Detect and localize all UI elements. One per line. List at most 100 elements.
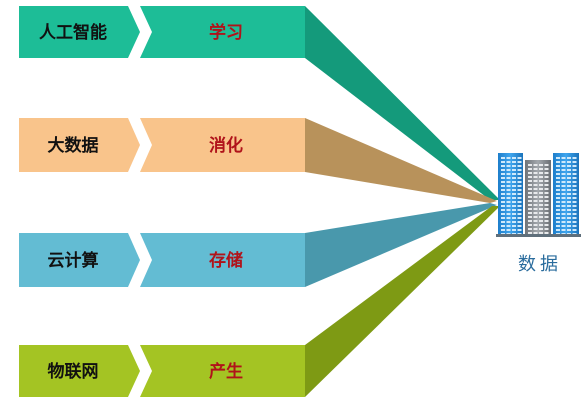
window — [544, 176, 549, 178]
window — [567, 221, 571, 223]
window — [556, 221, 560, 223]
window — [512, 185, 516, 187]
window — [517, 221, 522, 223]
window — [567, 181, 571, 183]
window — [544, 184, 549, 186]
window — [533, 204, 538, 206]
window — [512, 181, 516, 183]
window — [567, 217, 571, 219]
window — [567, 157, 571, 159]
window — [544, 164, 549, 166]
window — [501, 201, 505, 203]
data-center-icon — [496, 153, 581, 237]
window — [561, 181, 566, 183]
window — [572, 173, 577, 175]
window — [561, 201, 566, 203]
funnel-ai — [305, 6, 500, 200]
window — [561, 165, 566, 167]
window — [517, 197, 522, 199]
window — [561, 205, 566, 207]
window — [533, 220, 538, 222]
window — [533, 228, 538, 230]
window — [544, 196, 549, 198]
window — [533, 164, 538, 166]
window — [501, 217, 505, 219]
window — [561, 193, 566, 195]
window — [539, 208, 543, 210]
label-produce: 产生 — [209, 361, 243, 382]
row-iot: 物联网 产生 — [19, 206, 500, 397]
window — [512, 221, 516, 223]
funnel-bigdata — [305, 118, 497, 203]
window — [572, 157, 577, 159]
window — [572, 229, 577, 231]
window — [501, 205, 505, 207]
window — [517, 181, 522, 183]
window — [556, 197, 560, 199]
window — [572, 169, 577, 171]
window — [506, 169, 511, 171]
window — [506, 213, 511, 215]
window — [517, 165, 522, 167]
window — [556, 173, 560, 175]
window — [512, 165, 516, 167]
window — [512, 189, 516, 191]
window — [512, 169, 516, 171]
window — [544, 216, 549, 218]
window — [506, 205, 511, 207]
window — [533, 232, 538, 234]
window — [539, 164, 543, 166]
window — [561, 209, 566, 211]
window — [556, 205, 560, 207]
window — [501, 169, 505, 171]
window — [517, 225, 522, 227]
window — [517, 201, 522, 203]
window — [539, 220, 543, 222]
window — [539, 196, 543, 198]
window — [539, 176, 543, 178]
window — [539, 232, 543, 234]
window — [556, 161, 560, 163]
window — [528, 192, 532, 194]
window — [556, 217, 560, 219]
window — [567, 189, 571, 191]
window — [572, 177, 577, 179]
window — [539, 180, 543, 182]
window — [506, 173, 511, 175]
window — [512, 157, 516, 159]
window — [512, 173, 516, 175]
window — [556, 185, 560, 187]
window — [506, 217, 511, 219]
window — [501, 189, 505, 191]
window — [506, 209, 511, 211]
window — [528, 168, 532, 170]
window — [501, 165, 505, 167]
window — [539, 184, 543, 186]
window — [501, 157, 505, 159]
window — [572, 197, 577, 199]
window — [528, 188, 532, 190]
window — [517, 169, 522, 171]
window — [567, 173, 571, 175]
window — [572, 213, 577, 215]
window — [528, 232, 532, 234]
window — [556, 213, 560, 215]
window — [561, 185, 566, 187]
window — [517, 213, 522, 215]
window — [544, 224, 549, 226]
window — [512, 209, 516, 211]
window — [556, 189, 560, 191]
window — [533, 216, 538, 218]
window — [528, 184, 532, 186]
window — [544, 208, 549, 210]
arrow-right-ai — [140, 6, 305, 58]
window — [567, 225, 571, 227]
window — [567, 205, 571, 207]
window — [556, 209, 560, 211]
window — [567, 229, 571, 231]
label-cloud: 云计算 — [48, 250, 99, 271]
window — [517, 209, 522, 211]
window — [506, 197, 511, 199]
window — [501, 177, 505, 179]
window — [506, 185, 511, 187]
